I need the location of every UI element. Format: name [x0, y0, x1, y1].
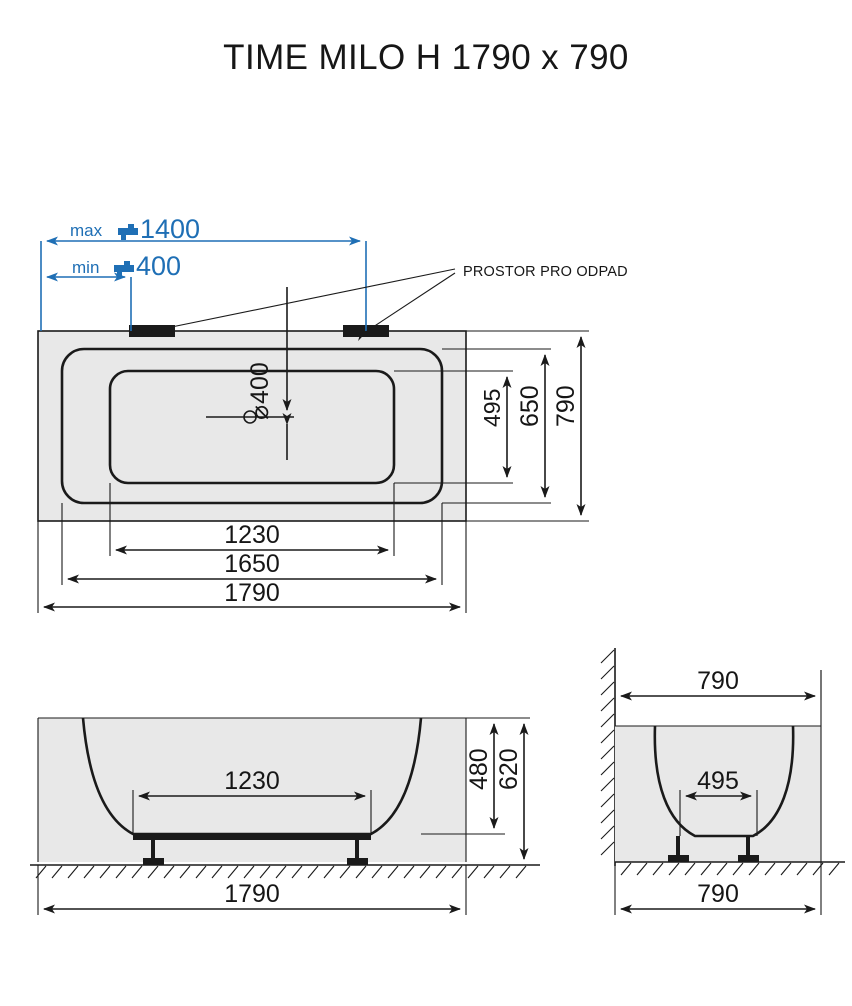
- side-top-dimension: [620, 670, 822, 701]
- plan-depth-inner-label: 495: [479, 389, 505, 427]
- front-base-dimension: [132, 790, 372, 834]
- plan-drain-diameter-label: ⌀400: [246, 362, 274, 420]
- drain-note-leaders: [138, 268, 456, 342]
- top-plan-view: ⌀400 max 1400 min 400: [37, 214, 628, 613]
- tap-dimension-group: [40, 236, 367, 331]
- floor-hatch-side: [620, 862, 840, 876]
- drain-center-marker: [206, 287, 294, 460]
- page-title: TIME MILO H 1790 x 790: [223, 38, 629, 77]
- front-height-tub-label: 480: [465, 748, 493, 790]
- front-overall-dimension: [37, 865, 467, 915]
- side-width-bottom-label: 790: [697, 880, 739, 908]
- faucet-icon-min: [114, 261, 134, 277]
- tap-max-value: 1400: [140, 214, 200, 244]
- side-elevation-view: 790 495 790: [600, 648, 845, 915]
- plan-depth-overall-label: 790: [552, 385, 580, 427]
- faucet-icon-max: [118, 224, 138, 240]
- side-width-base-label: 495: [697, 767, 739, 795]
- tap-min-value: 400: [136, 251, 181, 281]
- tub-feet-front: [143, 840, 368, 865]
- tub-rim-outline: [60, 347, 444, 505]
- plan-horizontal-dimensions: [37, 483, 467, 613]
- tap-max-prefix: max: [70, 221, 103, 240]
- tub-feet-side: [668, 836, 759, 862]
- front-vertical-dimensions: [421, 717, 530, 860]
- front-elevation-view: 1230 480 620 1790: [30, 717, 540, 915]
- tub-base-outline: [108, 369, 396, 485]
- wall-hatch-side: [600, 649, 615, 856]
- side-bottom-dimension: [614, 862, 822, 915]
- plan-depth-rim-label: 650: [516, 385, 544, 427]
- side-base-dimension: [679, 790, 758, 836]
- tub-front-base: [133, 833, 371, 840]
- tap-min-prefix: min: [72, 258, 99, 277]
- front-height-total-label: 620: [495, 748, 523, 790]
- floor-hatch-front: [35, 865, 527, 879]
- front-length-overall-label: 1790: [224, 880, 280, 908]
- plan-width-inner-label: 1230: [224, 521, 280, 549]
- front-base-length-label: 1230: [224, 767, 280, 795]
- plan-width-rim-label: 1650: [224, 550, 280, 578]
- plan-width-overall-label: 1790: [224, 579, 280, 607]
- tub-side-profile: [653, 725, 795, 838]
- plan-vertical-dimensions: [394, 330, 589, 522]
- drain-space-label: PROSTOR PRO ODPAD: [463, 264, 628, 280]
- side-width-top-label: 790: [697, 667, 739, 695]
